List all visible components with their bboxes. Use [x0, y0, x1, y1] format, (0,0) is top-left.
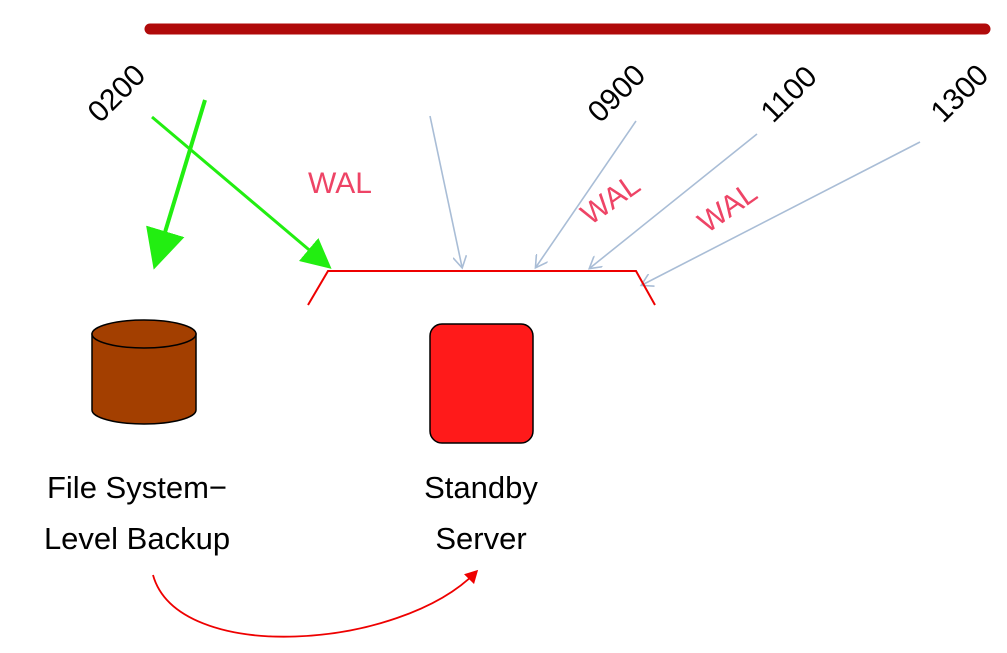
wal-label: WAL: [692, 176, 763, 240]
standby-label-line2: Server: [435, 521, 526, 556]
tick-label-1100: 1100: [755, 60, 824, 129]
backup-label-line1: File System−: [47, 470, 227, 505]
wal-feed-arrow: [642, 141, 921, 285]
wal-label: WAL: [575, 168, 646, 232]
tick-label-0900: 0900: [582, 58, 653, 129]
standby-label-line1: Standby: [424, 470, 538, 505]
wal-label: WAL: [308, 167, 372, 200]
wal-start-arrow: [151, 115, 332, 269]
wal-feed-arrow: [429, 115, 462, 267]
backup-arrow: [146, 99, 207, 270]
tick-label-1300: 1300: [925, 58, 996, 129]
server-box-icon: [429, 323, 534, 444]
tick-label-0200: 0200: [82, 58, 153, 129]
wal-feed-arrow: [536, 120, 637, 267]
restore-arrow: [152, 569, 479, 638]
database-cylinder-icon: [91, 319, 197, 425]
wal-archive-tray: [307, 270, 656, 306]
backup-label-line2: Level Backup: [44, 521, 230, 556]
wal-feed-arrow: [590, 133, 758, 268]
